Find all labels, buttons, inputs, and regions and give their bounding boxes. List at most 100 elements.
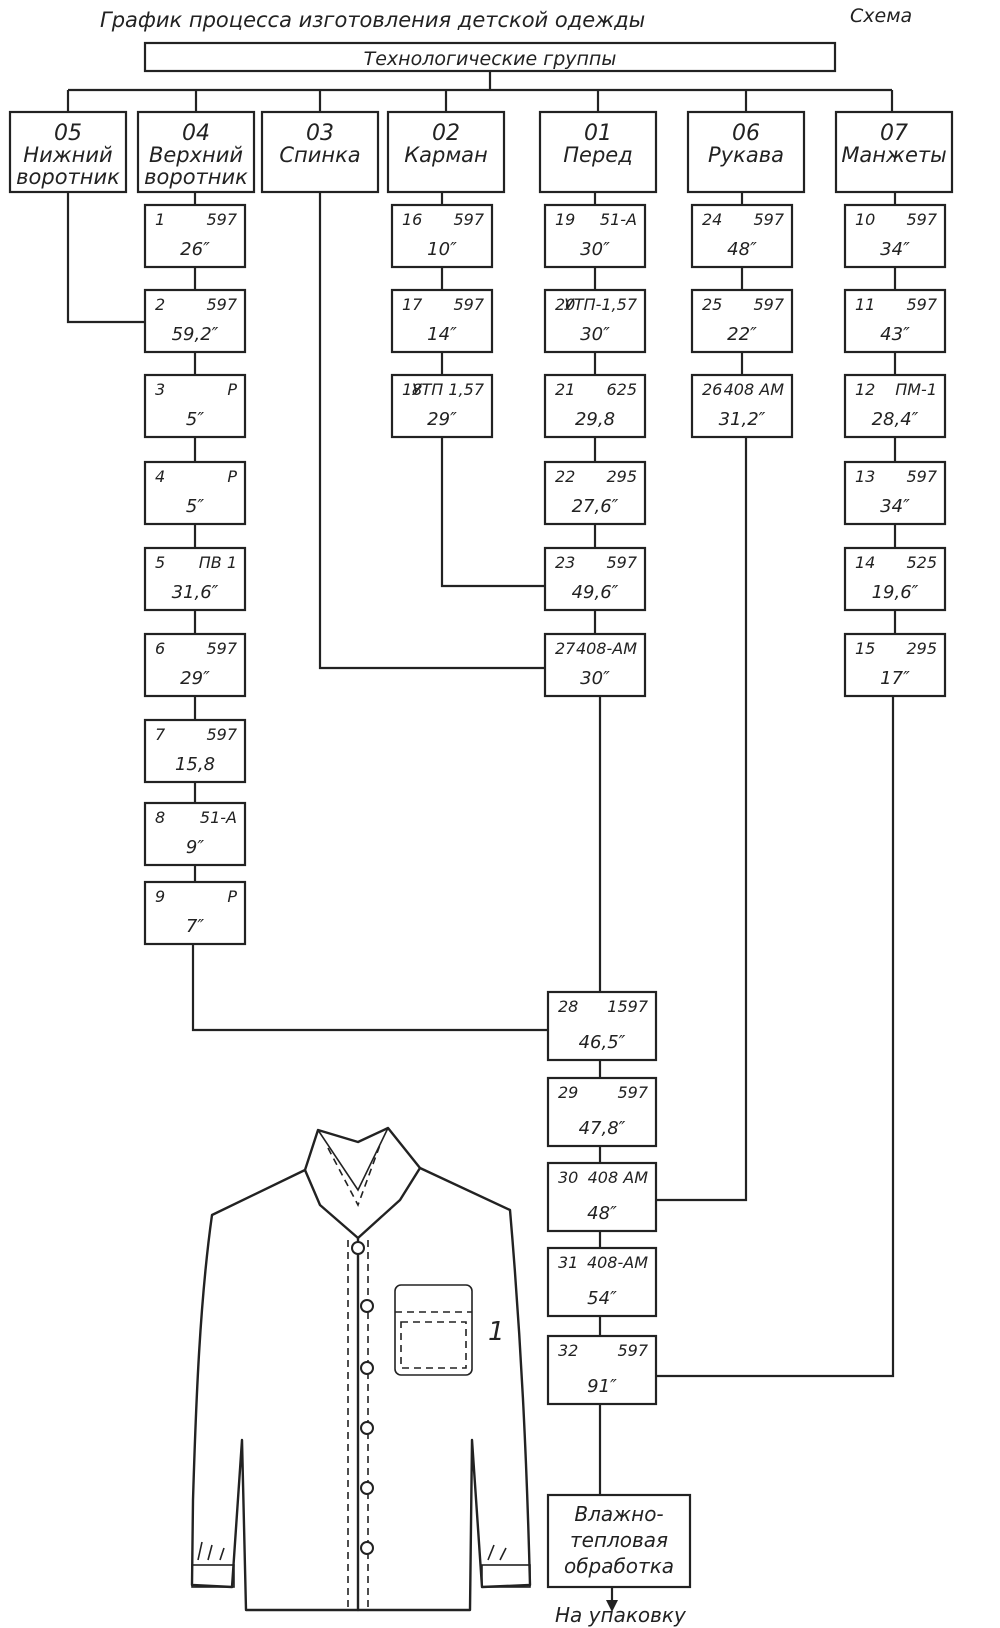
operation-time: 9″	[186, 837, 204, 858]
operation-equipment: 408 АМ	[724, 380, 785, 399]
group-code: 05	[54, 121, 82, 146]
group-name: Спинка	[279, 143, 360, 167]
operation-number: 15	[855, 639, 875, 658]
operation-number: 4	[155, 467, 165, 486]
operation-number: 12	[855, 380, 875, 399]
operation-number: 8	[155, 808, 165, 827]
operation-time: 91″	[587, 1376, 617, 1397]
operation-equipment: 597	[453, 295, 484, 314]
operation-time: 54″	[587, 1288, 617, 1309]
operation-time: 28,4″	[872, 409, 919, 430]
operation-time: 46,5″	[579, 1032, 626, 1053]
cuffs-join	[656, 696, 895, 1378]
operation-frame	[543, 632, 647, 698]
operation-frame	[843, 460, 947, 526]
operation-number: 16	[402, 210, 422, 229]
operation-number: 17	[402, 295, 423, 314]
group-code: 01	[584, 121, 612, 146]
tech-groups-label: Технологические группы	[364, 48, 617, 70]
group-box	[8, 110, 128, 194]
operation-equipment: 597	[906, 467, 937, 486]
group-box	[686, 110, 806, 194]
operation-frame	[543, 373, 647, 439]
scheme-label: Схема	[850, 5, 912, 27]
operation-frame	[543, 203, 647, 269]
operation-time: 31,6″	[172, 582, 219, 603]
operation-frame	[546, 1334, 658, 1406]
operation-time: 27,6″	[572, 496, 619, 517]
operation-frame	[390, 373, 494, 439]
operation-time: 5″	[186, 496, 204, 517]
group-name: Перед	[563, 143, 632, 167]
operation-number: 7	[155, 725, 166, 744]
group-name: Манжеты	[841, 143, 946, 167]
operation-equipment: 408-АМ	[587, 1253, 648, 1272]
operation-time: 19,6″	[872, 582, 919, 603]
operation-frame	[843, 546, 947, 612]
operation-time: 29″	[180, 668, 210, 689]
lower-collar-join	[66, 192, 145, 324]
operation-time: 29″	[427, 409, 457, 430]
operation-equipment: 597	[906, 210, 937, 229]
operation-number: 10	[855, 210, 875, 229]
operation-frame	[143, 632, 247, 698]
operation-frame	[843, 288, 947, 354]
operation-number: 5	[155, 553, 165, 572]
group-box	[136, 110, 256, 194]
operation-number: 26	[702, 380, 722, 399]
operation-time: 5″	[186, 409, 204, 430]
operation-time: 14″	[427, 324, 457, 345]
operation-number: 21	[555, 380, 575, 399]
operation-equipment: ПМ-1	[895, 380, 937, 399]
operation-frame	[546, 990, 658, 1062]
operation-frame	[690, 203, 794, 269]
operation-number: 14	[855, 553, 875, 572]
operation-frame	[143, 546, 247, 612]
operation-frame	[546, 1246, 658, 1318]
operation-time: 34″	[880, 239, 910, 260]
operation-time: 29,8	[575, 409, 615, 430]
operation-equipment: Р	[227, 887, 237, 906]
operation-number: 27	[555, 639, 576, 658]
operation-equipment: УТП 1,57	[412, 380, 485, 399]
operation-frame	[390, 203, 494, 269]
operation-frame	[143, 718, 247, 784]
operation-number: 32	[558, 1341, 578, 1360]
operation-frame	[543, 288, 647, 354]
operation-number: 3	[155, 380, 165, 399]
operation-equipment: 597	[617, 1341, 648, 1360]
operation-time: 22″	[727, 324, 757, 345]
operation-number: 29	[558, 1083, 578, 1102]
operation-time: 15,8	[175, 754, 215, 775]
operation-equipment: 295	[606, 467, 637, 486]
to-packing-label: На упаковку	[555, 1603, 687, 1627]
group-name: Рукава	[708, 143, 784, 167]
operation-equipment: 408-АМ	[576, 639, 637, 658]
operation-frame	[143, 288, 247, 354]
operation-equipment: 597	[206, 295, 237, 314]
operation-number: 23	[555, 553, 575, 572]
operation-time: 43″	[880, 324, 910, 345]
operation-number: 1	[155, 210, 165, 229]
